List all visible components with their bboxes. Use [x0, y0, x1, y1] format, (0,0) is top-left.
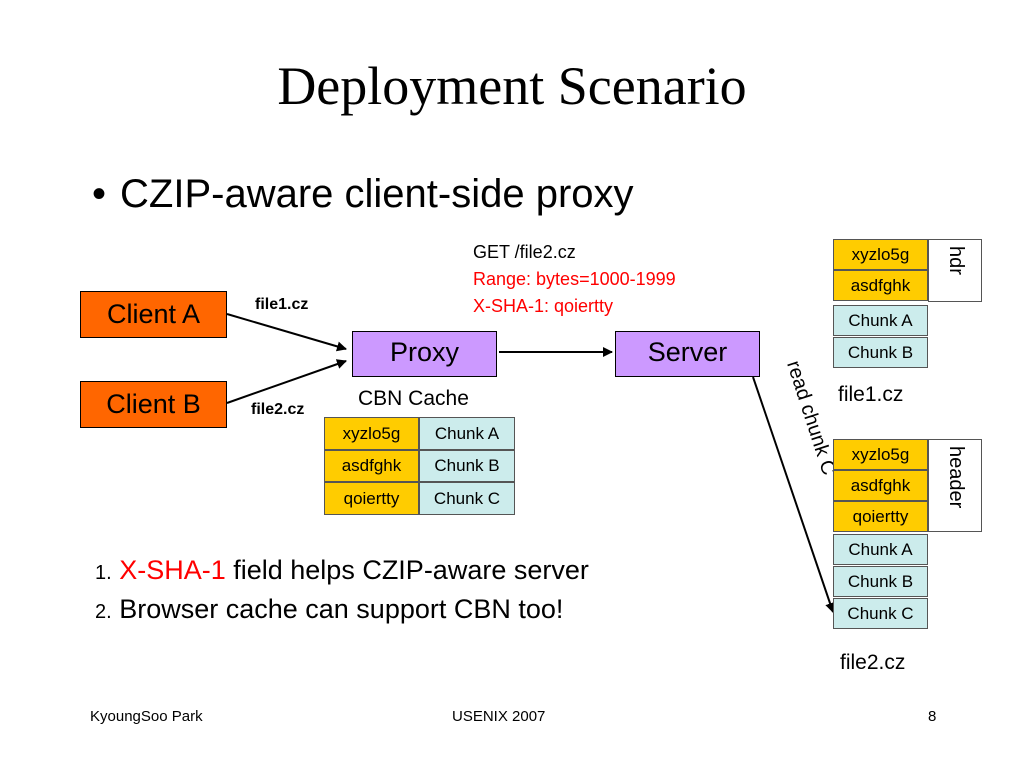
cache-chunk-cell: Chunk C	[419, 482, 515, 515]
file2-hash-cell: xyzlo5g	[833, 439, 928, 470]
footer-author: KyoungSoo Park	[90, 708, 203, 725]
file1-chunk-cell: Chunk A	[833, 305, 928, 336]
file1-hash-cell: xyzlo5g	[833, 239, 928, 270]
footer-venue: USENIX 2007	[452, 708, 546, 725]
point-text: Browser cache can support CBN too!	[119, 594, 564, 624]
file1-chunk-cell: Chunk B	[833, 337, 928, 368]
file1-hash-cell: asdfghk	[833, 270, 928, 301]
client-a-box: Client A	[80, 291, 227, 338]
arrow-server-to-file2	[752, 376, 835, 613]
point-2: 2. Browser cache can support CBN too!	[95, 594, 563, 625]
file2-chunk-cell: Chunk C	[833, 598, 928, 629]
cache-chunk-cell: Chunk B	[419, 450, 515, 482]
file2-request-label: file2.cz	[251, 401, 305, 418]
cbn-cache-table: xyzlo5g Chunk A asdfghk Chunk B qoiertty…	[324, 417, 515, 515]
file1-caption: file1.cz	[838, 383, 904, 406]
file2-hash-cell: asdfghk	[833, 470, 928, 501]
arrow-client-a-to-proxy	[226, 313, 347, 352]
request-sha-line: X-SHA-1: qoiertty	[473, 296, 614, 316]
cache-caption: CBN Cache	[358, 387, 469, 410]
cache-chunk-cell: Chunk A	[419, 417, 515, 450]
point-highlight: X-SHA-1	[119, 555, 226, 585]
file2-caption: file2.cz	[840, 651, 906, 674]
bullet-item: • CZIP-aware client-side proxy	[92, 172, 634, 217]
cache-hash-cell: asdfghk	[324, 450, 419, 482]
request-range-line: Range: bytes=1000-1999	[473, 269, 676, 289]
file2-chunk-cell: Chunk A	[833, 534, 928, 565]
server-box: Server	[615, 331, 760, 377]
footer-page-number: 8	[928, 708, 937, 725]
cache-hash-cell: qoiertty	[324, 482, 419, 515]
point-number: 2.	[95, 601, 112, 623]
file1-hdr-box: hdr	[928, 239, 982, 302]
file2-header-box: header	[928, 439, 982, 532]
client-b-box: Client B	[80, 381, 227, 428]
bullet-text: CZIP-aware client-side proxy	[120, 172, 634, 216]
file1-hdr-label: hdr	[945, 246, 967, 275]
arrow-client-b-to-proxy	[226, 359, 347, 404]
file2-header-label: header	[945, 446, 967, 509]
slide-title: Deployment Scenario	[277, 56, 747, 116]
bullet-marker: •	[92, 172, 107, 216]
proxy-box: Proxy	[352, 331, 497, 377]
file2-hash-cell: qoiertty	[833, 501, 928, 532]
point-1: 1. X-SHA-1 field helps CZIP-aware server	[95, 555, 589, 586]
cache-hash-cell: xyzlo5g	[324, 417, 419, 450]
file2-chunk-cell: Chunk B	[833, 566, 928, 597]
file1-request-label: file1.cz	[255, 296, 309, 313]
point-number: 1.	[95, 562, 112, 584]
request-get-line: GET /file2.cz	[473, 242, 576, 262]
point-text: field helps CZIP-aware server	[225, 555, 589, 585]
